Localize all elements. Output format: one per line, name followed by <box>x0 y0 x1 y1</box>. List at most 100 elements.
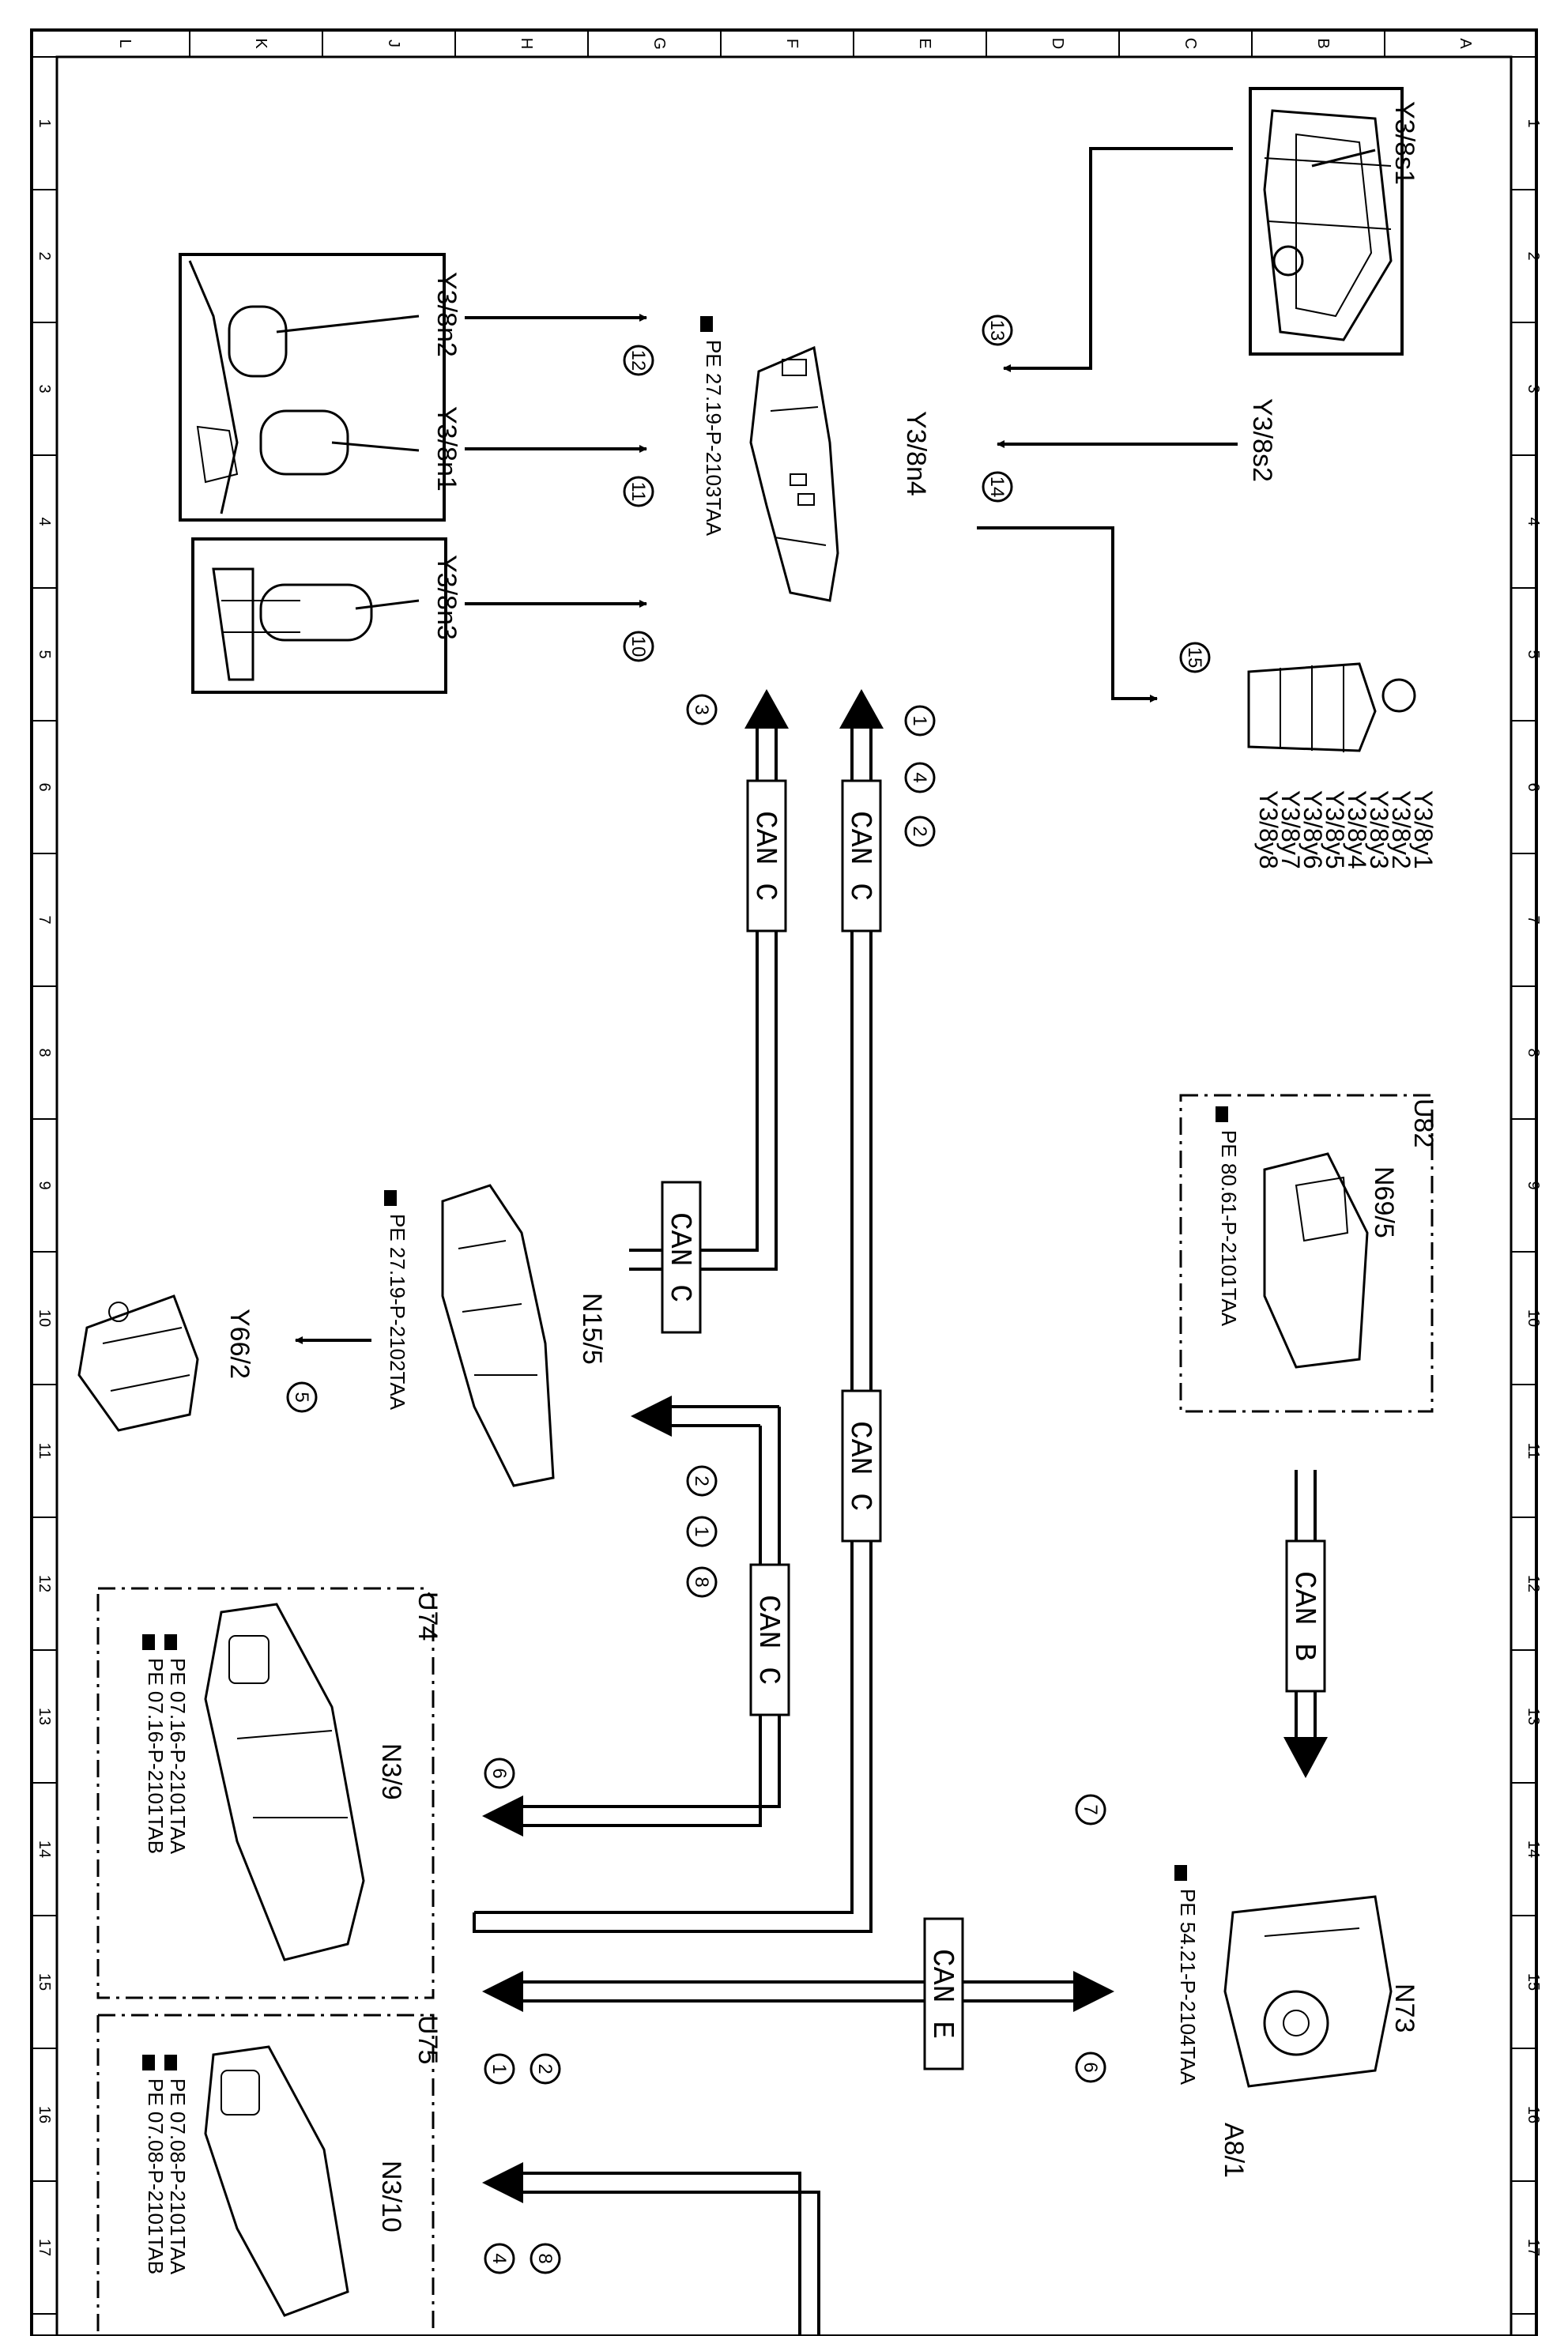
bus-label-can-e: CAN E <box>925 1949 959 2039</box>
label-y3-8y4: Y3/8y4 <box>1343 790 1371 869</box>
row-label: 9 <box>36 1181 53 1189</box>
row-label: 5 <box>1525 650 1542 658</box>
row-label: 17 <box>36 2239 53 2256</box>
column-label: C <box>1182 38 1199 49</box>
row-label: 1 <box>36 119 53 127</box>
row-label: 6 <box>36 782 53 791</box>
ref-n3-9-b: PE 07.16-P-2101TAB <box>144 1658 168 1854</box>
ref-n73: PE 54.21-P-2104TAA <box>1176 1889 1200 2085</box>
row-label: 11 <box>1525 1443 1542 1460</box>
signal-2: 2 <box>534 2063 556 2074</box>
column-label: D <box>1049 38 1066 49</box>
column-label: J <box>385 40 402 47</box>
signal-8: 8 <box>534 2253 556 2263</box>
ref-n69-5: PE 80.61-P-2101TAA <box>1217 1130 1241 1327</box>
row-label: 3 <box>1525 384 1542 393</box>
row-label: 8 <box>36 1048 53 1057</box>
row-label: 4 <box>36 517 53 526</box>
label-y66-2: Y66/2 <box>224 1309 254 1379</box>
label-u75: U75 <box>413 2015 443 2064</box>
signal-7: 7 <box>1080 1804 1101 1814</box>
row-label: 1 <box>1525 119 1542 127</box>
column-label: A <box>1457 38 1474 49</box>
signal-6: 6 <box>1080 2062 1101 2072</box>
leader-lines <box>276 149 1376 610</box>
row-label: 7 <box>1525 915 1542 924</box>
row-label: 14 <box>36 1841 53 1858</box>
row-label: 16 <box>36 2106 53 2123</box>
column-label: B <box>1314 38 1332 48</box>
row-label: 6 <box>1525 782 1542 791</box>
row-label: 13 <box>36 1708 53 1725</box>
label-y3-8n4: Y3/8n4 <box>901 411 931 496</box>
label-u74: U74 <box>413 1592 443 1641</box>
signal-2: 2 <box>691 1475 712 1486</box>
signal-circles <box>286 315 1211 2274</box>
label-a8-1: A8/1 <box>1219 2123 1249 2178</box>
column-label: F <box>783 39 801 48</box>
y3-8n3-component-image <box>191 537 447 694</box>
solenoid-valve-component-image <box>1247 662 1416 752</box>
row-label: 17 <box>1525 2239 1542 2256</box>
n73-ignition-switch-image <box>1223 1895 1393 2088</box>
column-label: E <box>916 38 933 48</box>
ref-n15-5: PE 27.19-P-2102TAA <box>386 1214 409 1411</box>
y66-2-component-image <box>77 1294 199 1432</box>
ref-n3-10-b: PE 07.08-P-2101TAB <box>144 2078 168 2274</box>
bus-label-can-c: CAN C <box>842 1421 876 1511</box>
signal-15: 15 <box>1184 647 1205 669</box>
u75-n3-10-box <box>96 2014 435 2336</box>
signal-1: 1 <box>488 2063 510 2074</box>
signal-14: 14 <box>986 477 1008 498</box>
ref-n3-9-a: PE 07.16-P-2101TAA <box>166 1658 190 1855</box>
ref-y3-8n4: PE 27.19-P-2103TAA <box>702 340 726 537</box>
row-label: 10 <box>36 1309 53 1327</box>
label-n3-9: N3/9 <box>376 1743 406 1800</box>
label-y3-8y6: Y3/8y6 <box>1298 790 1327 869</box>
ref-n3-10-a: PE 07.08-P-2101TAA <box>166 2078 190 2275</box>
bus-label-can-c: CAN C <box>842 811 876 901</box>
reference-hand-icons <box>142 316 1228 2070</box>
label-y3-8n1: Y3/8n1 <box>432 406 462 492</box>
u74-n3-9-box <box>96 1587 435 1999</box>
signal-8: 8 <box>691 1577 712 1587</box>
label-n69-5: N69/5 <box>1369 1166 1399 1238</box>
signal-12: 12 <box>628 350 649 371</box>
row-label: 16 <box>1525 2106 1542 2123</box>
y3-8n-sensor-component-image <box>179 253 446 522</box>
row-label: 10 <box>1525 1309 1542 1327</box>
label-y3-8n2: Y3/8n2 <box>432 272 462 357</box>
signal-1: 1 <box>691 1526 712 1536</box>
u82-n69-5-box <box>1179 1094 1434 1413</box>
row-label: 14 <box>1525 1841 1542 1858</box>
label-n15-5: N15/5 <box>577 1293 607 1365</box>
y3-8s1-component-image <box>1249 87 1404 356</box>
signal-1: 1 <box>909 715 930 725</box>
row-label: 2 <box>1525 251 1542 260</box>
row-label: 11 <box>36 1443 53 1460</box>
bus-label-can-c: CAN C <box>662 1212 696 1302</box>
row-label: 9 <box>1525 1181 1542 1189</box>
row-label: 7 <box>36 915 53 924</box>
signal-13: 13 <box>986 320 1008 341</box>
signal-2: 2 <box>909 826 930 836</box>
row-label: 4 <box>1525 517 1542 526</box>
can-bus-lines <box>473 727 1317 2336</box>
signal-lines <box>295 147 1238 1344</box>
bus-label-can-c: CAN C <box>748 811 782 901</box>
signal-3: 3 <box>691 704 712 714</box>
bus-label-can-c: CAN C <box>751 1595 785 1685</box>
signal-4: 4 <box>909 772 930 782</box>
row-label: 12 <box>36 1575 53 1592</box>
label-y3-8s2: Y3/8s2 <box>1247 398 1277 482</box>
bus-arrowheads <box>482 689 1328 2203</box>
n15-5-component-image <box>441 1184 555 1487</box>
label-u82: U82 <box>1408 1098 1438 1147</box>
label-y3-8y5: Y3/8y5 <box>1321 790 1349 869</box>
label-y3-8y7: Y3/8y7 <box>1276 790 1305 869</box>
label-n3-10: N3/10 <box>376 2161 406 2232</box>
column-label: H <box>518 38 535 49</box>
row-label: 13 <box>1525 1708 1542 1725</box>
signal-4: 4 <box>488 2253 510 2263</box>
